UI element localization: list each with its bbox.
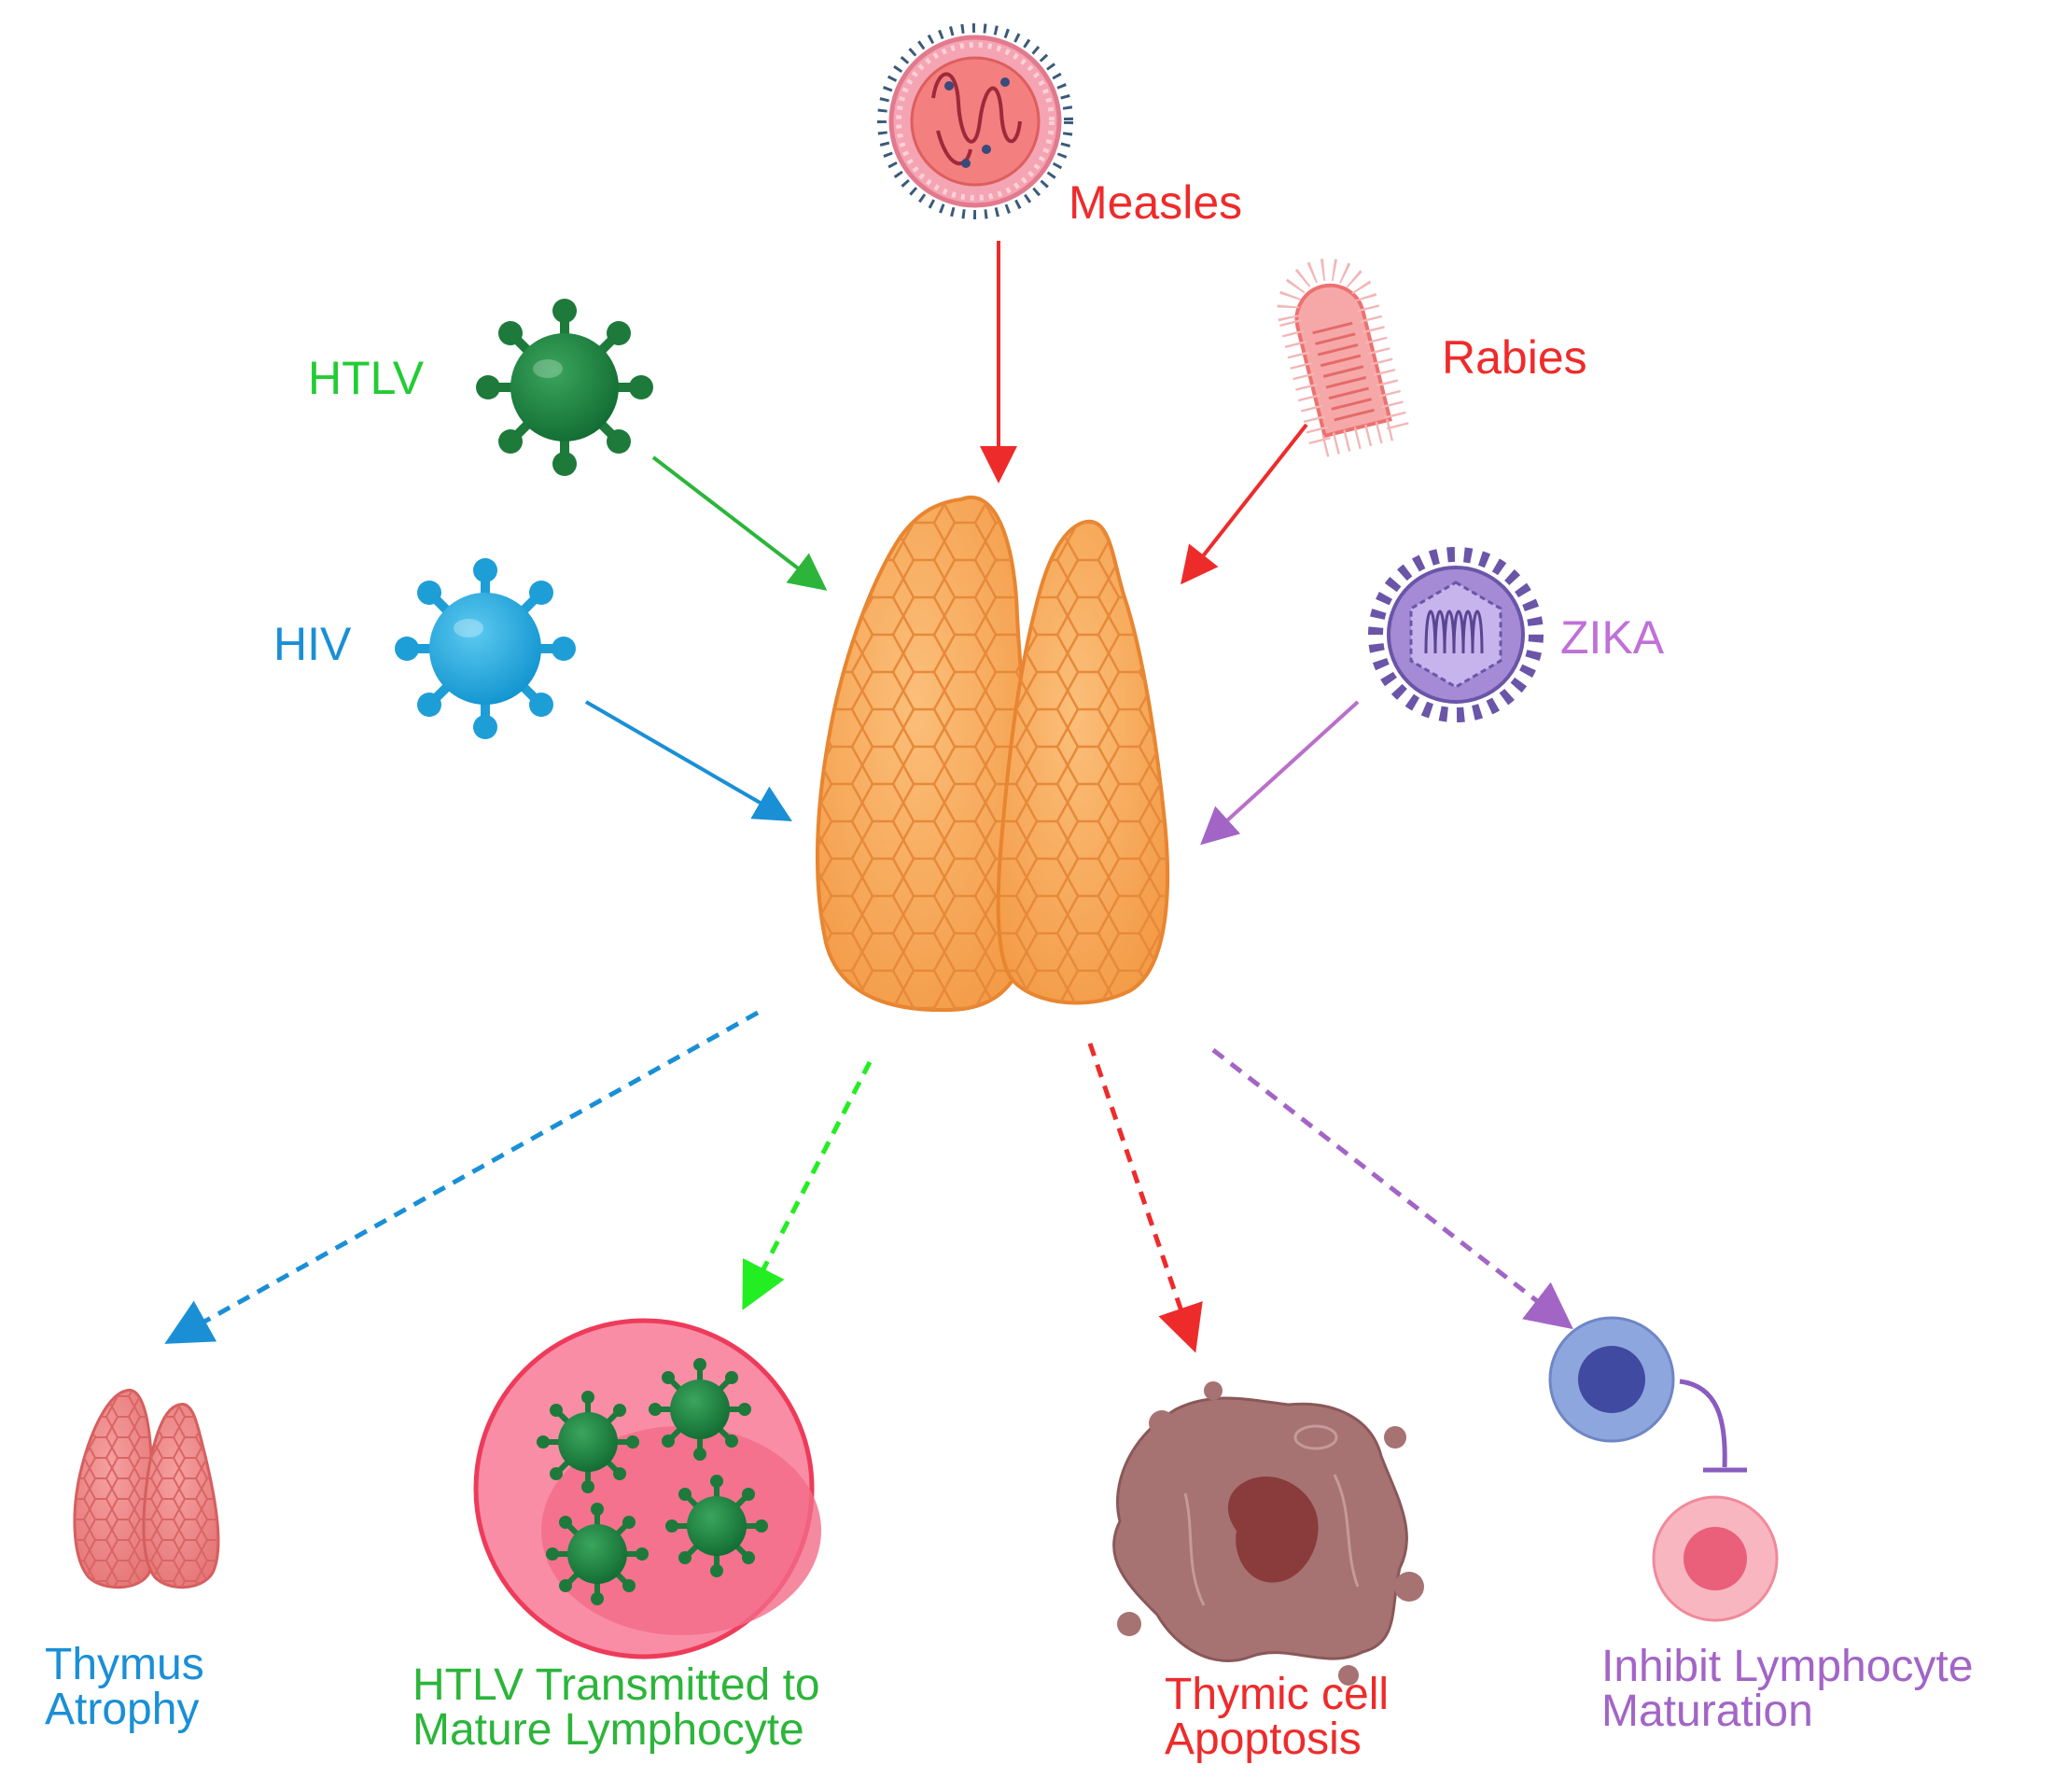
thymic-apoptosis-line1: Thymic cell	[1165, 1670, 1390, 1719]
mini-htlv-virus-icon	[546, 1503, 649, 1605]
rabies-arrow	[1181, 423, 1308, 585]
zika-arrow	[1200, 700, 1360, 846]
apoptotic-cell-icon	[1112, 1381, 1424, 1686]
infected-lymphocyte-icon	[473, 1318, 821, 1659]
measles-label: Measles	[1069, 176, 1243, 229]
htlv-transmitted-label: HTLV Transmitted to Mature Lymphocyte	[412, 1663, 820, 1753]
measles-virus-icon	[877, 23, 1073, 219]
thymic-apoptosis-line2: Apoptosis	[1165, 1715, 1362, 1764]
thymus-organ-icon	[815, 496, 1170, 1013]
htlv-label: HTLV	[308, 352, 425, 404]
thymus-atrophy-line2: Atrophy	[45, 1685, 200, 1734]
atrophy-dashed-arrow	[164, 1010, 760, 1344]
inhibit-maturation-line1: Inhibit Lymphocyte	[1601, 1642, 1974, 1691]
htlv-transmit-dashed-arrow	[742, 1060, 873, 1310]
mini-htlv-virus-icon	[537, 1391, 639, 1493]
thymus-atrophy-line1: Thymus	[45, 1640, 204, 1689]
htlv-transmitted-line2: Mature Lymphocyte	[412, 1705, 804, 1755]
htlv-transmitted-line1: HTLV Transmitted to	[412, 1660, 820, 1710]
maturation-dashed-arrow	[1211, 1048, 1573, 1330]
thymic-apoptosis-label: Thymic cell Apoptosis	[1165, 1673, 1389, 1762]
htlv-virus-icon	[476, 299, 653, 476]
inhibit-maturation-label: Inhibit Lymphocyte Maturation	[1601, 1645, 1973, 1734]
lymphocyte-inhibition-icon	[1548, 1316, 1779, 1622]
hiv-label: HIV	[273, 618, 352, 670]
atrophied-thymus-icon	[73, 1388, 220, 1589]
rabies-virus-icon	[1277, 259, 1412, 461]
mini-htlv-virus-icon	[649, 1358, 751, 1461]
inhibit-maturation-line2: Maturation	[1601, 1687, 1813, 1736]
hiv-arrow	[584, 700, 792, 822]
hiv-virus-icon	[395, 558, 576, 739]
thymus-atrophy-label: Thymus Atrophy	[45, 1643, 204, 1732]
zika-label: ZIKA	[1560, 611, 1665, 664]
rabies-label: Rabies	[1442, 331, 1587, 384]
apoptosis-dashed-arrow	[1087, 1043, 1203, 1353]
htlv-arrow	[651, 455, 828, 591]
zika-virus-icon	[1368, 547, 1544, 722]
mini-htlv-virus-icon	[665, 1475, 768, 1577]
